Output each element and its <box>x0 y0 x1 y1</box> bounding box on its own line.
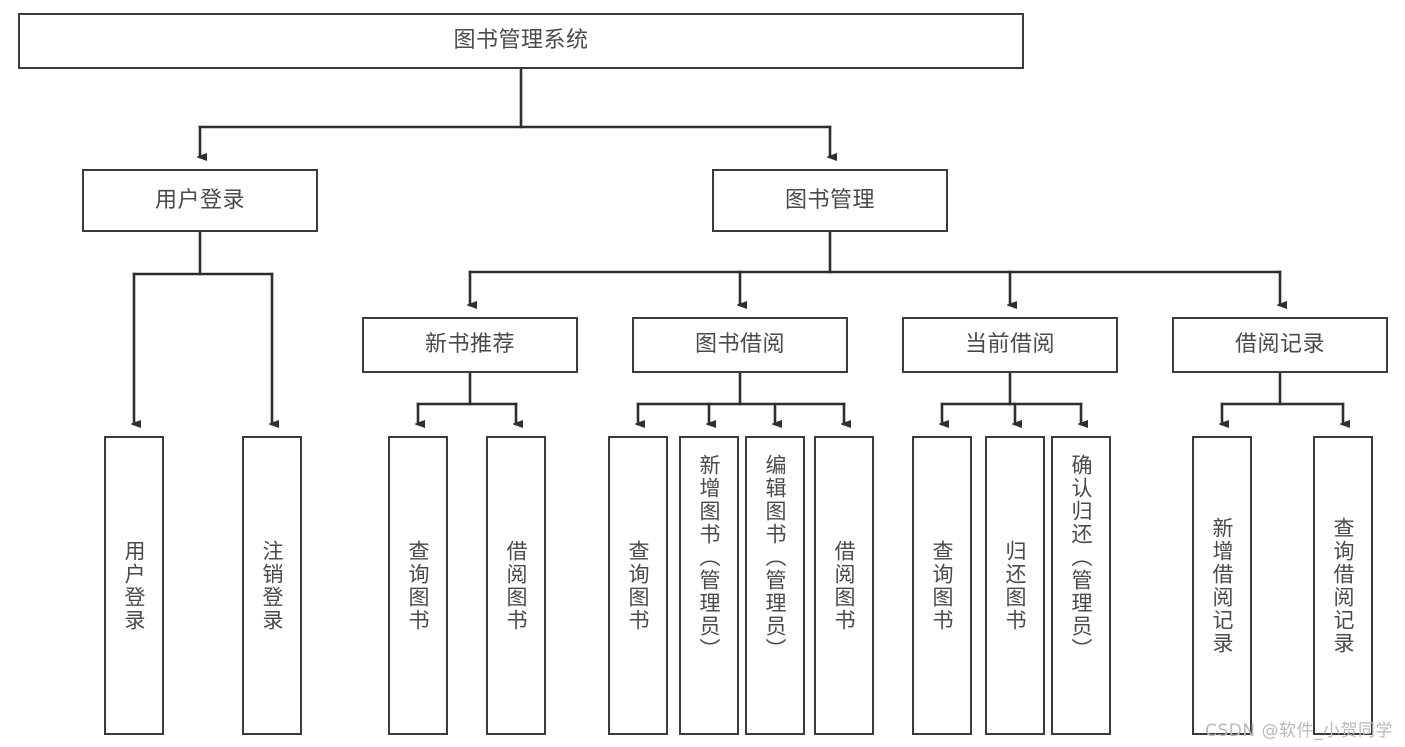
node-leaf-return-book-label: 归还图书 <box>1003 539 1028 632</box>
node-borrow-record[interactable]: 借阅记录 <box>1172 317 1388 373</box>
node-leaf-query-book-1-label: 查询图书 <box>406 539 431 632</box>
node-book-borrow[interactable]: 图书借阅 <box>632 317 848 373</box>
node-leaf-query-book-3[interactable]: 查询图书 <box>912 436 972 735</box>
node-book-manage-label: 图书管理 <box>784 187 875 213</box>
node-leaf-query-book-2-label: 查询图书 <box>626 539 651 632</box>
node-book-borrow-label: 图书借阅 <box>694 332 785 358</box>
node-leaf-edit-book-admin-label: 编辑图书（管理员） <box>763 454 788 661</box>
node-leaf-add-borrow-record-label: 新增借阅记录 <box>1210 516 1235 655</box>
node-leaf-borrow-book-2-label: 借阅图书 <box>832 539 857 632</box>
node-user-login[interactable]: 用户登录 <box>82 169 318 232</box>
node-leaf-borrow-book-2[interactable]: 借阅图书 <box>814 436 874 735</box>
csdn-watermark: CSDN @软件_小贺同学 <box>1205 721 1393 741</box>
node-leaf-add-borrow-record[interactable]: 新增借阅记录 <box>1192 436 1252 735</box>
node-leaf-add-book-admin-label: 新增图书（管理员） <box>697 454 722 661</box>
node-leaf-confirm-return-label: 确认归还（管理员） <box>1069 454 1094 661</box>
node-leaf-confirm-return[interactable]: 确认归还（管理员） <box>1051 436 1111 735</box>
node-leaf-query-book-2[interactable]: 查询图书 <box>608 436 668 735</box>
node-leaf-query-book-3-label: 查询图书 <box>930 539 955 632</box>
node-leaf-user-logout-label: 注销登录 <box>260 539 285 632</box>
node-root[interactable]: 图书管理系统 <box>18 13 1024 69</box>
node-leaf-borrow-book-1-label: 借阅图书 <box>504 539 529 632</box>
node-current-borrow-label: 当前借阅 <box>964 332 1055 358</box>
node-leaf-add-book-admin[interactable]: 新增图书（管理员） <box>679 436 739 735</box>
node-user-login-label: 用户登录 <box>154 187 245 213</box>
node-book-manage[interactable]: 图书管理 <box>712 169 948 232</box>
node-leaf-edit-book-admin[interactable]: 编辑图书（管理员） <box>745 436 805 735</box>
node-new-book-rec[interactable]: 新书推荐 <box>362 317 578 373</box>
node-leaf-query-borrow-record[interactable]: 查询借阅记录 <box>1313 436 1373 735</box>
node-new-book-rec-label: 新书推荐 <box>424 332 515 358</box>
node-leaf-user-logout[interactable]: 注销登录 <box>242 436 302 735</box>
node-leaf-query-borrow-record-label: 查询借阅记录 <box>1331 516 1356 655</box>
node-leaf-borrow-book-1[interactable]: 借阅图书 <box>486 436 546 735</box>
node-leaf-return-book[interactable]: 归还图书 <box>985 436 1045 735</box>
node-root-label: 图书管理系统 <box>453 28 589 54</box>
node-current-borrow[interactable]: 当前借阅 <box>902 317 1118 373</box>
node-leaf-user-login[interactable]: 用户登录 <box>104 436 164 735</box>
node-leaf-user-login-label: 用户登录 <box>122 539 147 632</box>
node-leaf-query-book-1[interactable]: 查询图书 <box>388 436 448 735</box>
node-borrow-record-label: 借阅记录 <box>1234 332 1325 358</box>
